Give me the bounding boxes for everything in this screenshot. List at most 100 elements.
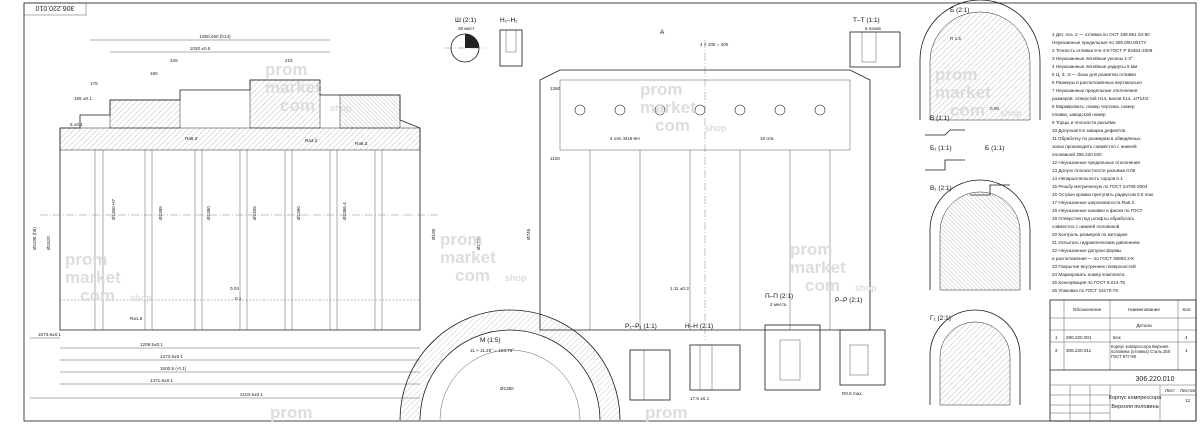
svg-text:R0.5 max: R0.5 max — [842, 391, 862, 396]
svg-text:prom: prom — [640, 80, 683, 99]
svg-text:Лист: Лист — [1165, 388, 1176, 393]
svg-text:11 × 11.25° = 123.75°: 11 × 11.25° = 123.75° — [470, 348, 514, 353]
watermark-2: prom market com shop — [640, 80, 727, 135]
svg-text:Наименование: Наименование — [1128, 307, 1160, 312]
svg-text:1.11 ±0.3: 1.11 ±0.3 — [670, 286, 689, 291]
svg-text:com: com — [805, 276, 840, 295]
svg-text:Ø745: Ø745 — [526, 228, 531, 240]
svg-text:shop: shop — [705, 123, 727, 133]
svg-text:market: market — [65, 268, 121, 287]
svg-text:5 ±0.1: 5 ±0.1 — [70, 122, 83, 127]
note-line: 16 Острые кромки притупить радиусом 0.5 … — [1052, 192, 1154, 197]
section-nn: Н–Н (2:1) 17.5 ±0.1 — [685, 323, 741, 401]
svg-text:Б (1:1): Б (1:1) — [985, 145, 1004, 152]
note-line: 12 Неуказанные предельные отклонения — [1052, 160, 1140, 165]
svg-text:market: market — [440, 248, 496, 267]
note-line: 7 Неуказанные предельные отклонения — [1052, 88, 1138, 93]
svg-text:10 отв.: 10 отв. — [760, 136, 775, 141]
svg-text:Листов: Листов — [1180, 388, 1195, 393]
svg-text:Ø1720: Ø1720 — [476, 236, 481, 250]
main-section-view: Ø1400 H7 Ø1395 Ø1380 Ø1405 Ø1390 Ø1386.4… — [30, 34, 440, 399]
watermark-3: prom market com shop — [935, 65, 1022, 120]
svg-text:1260: 1260 — [550, 86, 561, 91]
svg-text:Г₁ (2:1): Г₁ (2:1) — [930, 315, 951, 322]
svg-text:2 места: 2 места — [770, 302, 787, 307]
svg-text:market: market — [265, 78, 321, 97]
svg-text:shop: shop — [330, 103, 352, 113]
svg-text:Ø1400 H7: Ø1400 H7 — [111, 199, 116, 220]
svg-text:12: 12 — [1185, 398, 1191, 403]
svg-text:prom: prom — [270, 403, 313, 422]
section-sh: Ш (2:1) 26 мест — [445, 17, 485, 63]
note-line: 5 Ц, З, Э — базы для разметки отливки — [1052, 72, 1136, 77]
section-pp: П–П (2:1) 2 места — [764, 293, 821, 391]
svg-text:prom: prom — [265, 60, 308, 79]
watermark-6: prom market com shop — [790, 240, 877, 295]
svg-text:Р₁–Р₁ (1:1): Р₁–Р₁ (1:1) — [625, 323, 657, 330]
svg-text:306.220.010: 306.220.010 — [1136, 376, 1175, 383]
note-line: 6 Размеры в расположенных вертикально — [1052, 80, 1142, 85]
svg-text:1050.460 (h14): 1050.460 (h14) — [199, 34, 231, 39]
svg-text:shop: shop — [1000, 108, 1022, 118]
svg-text:Корпус компрессора: Корпус компрессора — [1109, 395, 1162, 401]
svg-text:Р–Р (2:1): Р–Р (2:1) — [835, 297, 862, 304]
note-line: 3 Неуказанные литейные уклоны 1-3° — [1052, 55, 1133, 61]
note-line: 17 Неуказанные шероховатости Ra6.3 — [1052, 200, 1134, 205]
note-line: 8 Маркировать: номер чертежа, номер — [1052, 104, 1135, 109]
view-m: М (1:5) 11 × 11.25° = 123.75° Ø1350 — [399, 309, 621, 421]
sheet-frame — [23, 2, 1197, 422]
svg-text:306.220.010: 306.220.010 — [35, 4, 74, 11]
svg-text:prom: prom — [790, 240, 833, 259]
svg-text:Ø1520: Ø1520 — [46, 236, 51, 250]
svg-text:prom: prom — [935, 65, 978, 84]
svg-text:Ra3.2: Ra3.2 — [305, 138, 318, 143]
svg-text:Ø1395: Ø1395 — [158, 206, 163, 220]
note-line: 18 Неуказанные канавки и фаски по ГОСТ — [1052, 208, 1143, 213]
note-line: и расположения — по ГОСТ 30893.2-К — [1052, 256, 1134, 261]
svg-text:Детали: Детали — [1136, 323, 1152, 328]
svg-text:226: 226 — [170, 58, 178, 63]
detail-g1: Г₁ (2:1) — [929, 309, 1021, 406]
note-line: 1 Дет. поз. 2 — отливка по ОСТ 108.961.0… — [1052, 32, 1150, 37]
note-line: 21 Испытать гидравлическим давлением — [1052, 240, 1140, 245]
svg-text:2: 2 — [1055, 348, 1058, 353]
svg-text:com: com — [455, 266, 490, 285]
watermark-8: prom — [645, 403, 688, 422]
detail-b1: В₁ (2:1) — [929, 179, 1031, 291]
svg-text:М (1:5): М (1:5) — [480, 337, 501, 344]
svg-text:prom: prom — [645, 403, 688, 422]
svg-text:Ш (2:1): Ш (2:1) — [455, 17, 476, 24]
svg-text:1500.5 (-0.1): 1500.5 (-0.1) — [160, 366, 187, 371]
svg-text:0.1: 0.1 — [235, 296, 242, 301]
note-line: 22 Неуказанные допуски формы — [1052, 248, 1121, 253]
svg-text:com: com — [280, 96, 315, 115]
svg-text:com: com — [80, 286, 115, 305]
svg-text:17.5 ±0.1: 17.5 ±0.1 — [690, 396, 710, 401]
svg-text:Обозначение: Обозначение — [1073, 307, 1102, 312]
svg-text:Ø1390: Ø1390 — [296, 206, 301, 220]
svg-text:А: А — [660, 29, 665, 36]
svg-text:215: 215 — [285, 58, 293, 63]
svg-text:0.05: 0.05 — [990, 106, 999, 111]
svg-text:1209.5±0.1: 1209.5±0.1 — [140, 342, 163, 347]
section-r1: Р₁–Р₁ (1:1) — [625, 323, 671, 401]
svg-text:165 ±0.1: 165 ±0.1 — [74, 96, 92, 101]
svg-text:Ø1405: Ø1405 — [252, 206, 257, 220]
note-line: 11 Обработку по размерам в обведённых — [1052, 136, 1141, 141]
note-line: 14 Непараллельность торцов 0.1 — [1052, 176, 1123, 181]
note-line: 4 Неуказанные литейные радиусы 5 мм — [1052, 63, 1137, 69]
watermark-4: prom market com shop — [65, 250, 152, 305]
technical-notes: 1 Дет. поз. 2 — отливка по ОСТ 108.961.0… — [1052, 32, 1154, 293]
svg-text:1100: 1100 — [550, 156, 560, 161]
note-line: 15 Резьбу метрическую по ГОСТ 24705-2004 — [1052, 184, 1148, 189]
mirrored-designation: 306.220.010 — [23, 2, 87, 16]
svg-text:Т–Т (1:1): Т–Т (1:1) — [853, 17, 880, 24]
note-line: половиной 306.220.020 — [1052, 151, 1102, 157]
svg-text:306.220.011: 306.220.011 — [1066, 348, 1092, 353]
svg-text:shop: shop — [130, 293, 152, 303]
svg-text:Бок: Бок — [1113, 335, 1122, 340]
svg-text:Б₁ (1:1): Б₁ (1:1) — [930, 145, 952, 152]
svg-text:290.220.001: 290.220.001 — [1066, 335, 1092, 340]
